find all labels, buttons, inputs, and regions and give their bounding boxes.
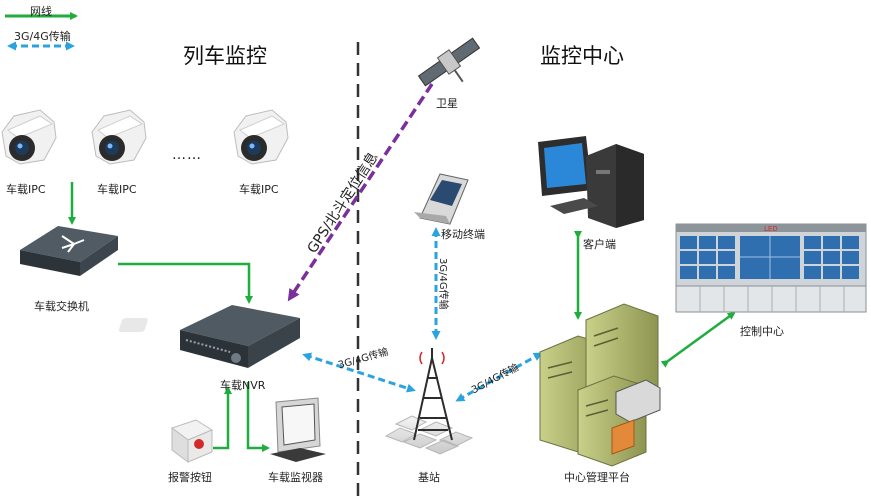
monitor-icon	[270, 397, 326, 462]
legend-wireless-label: 3G/4G传输	[14, 30, 71, 43]
ipc-label-1: 车载IPC	[6, 183, 46, 196]
control-label: 控制中心	[740, 325, 784, 338]
link-nvr-base	[302, 352, 416, 393]
section-title-train: 列车监控	[183, 44, 267, 68]
mobile-label: 移动终端	[441, 228, 485, 241]
legend-wired-label: 网线	[30, 5, 52, 18]
camera-icon	[233, 109, 289, 165]
link-nvr-monitor	[246, 382, 270, 452]
camera-ellipsis: ……	[172, 147, 202, 163]
link-platform-control	[660, 311, 736, 368]
link-switch-nvr	[118, 262, 253, 304]
section-title-center: 监控中心	[540, 44, 624, 68]
connections	[68, 83, 736, 452]
nvr-icon	[118, 305, 300, 368]
switch-label: 车载交换机	[34, 300, 89, 313]
alarm-label: 报警按钮	[168, 471, 212, 484]
legend	[5, 12, 78, 51]
camera-icon	[91, 109, 147, 165]
client-pc-icon	[538, 136, 644, 228]
camera-icon	[1, 109, 57, 165]
mobile-icon	[414, 173, 469, 225]
ipc-label-2: 车载IPC	[97, 183, 137, 196]
switch-icon	[20, 226, 118, 276]
server-icon	[539, 303, 661, 467]
wall-led-text: LED	[764, 225, 778, 233]
base-station-icon	[384, 348, 474, 455]
monitor-label: 车载监视器	[268, 471, 323, 484]
satellite-label: 卫星	[436, 97, 458, 110]
link-base-platform	[455, 352, 543, 402]
link-alarm-nvr	[213, 386, 232, 450]
platform-label: 中心管理平台	[564, 471, 630, 484]
mobile-base-link-label: 3G/4G传输	[437, 258, 448, 310]
nvr-label: 车载NVR	[220, 379, 266, 392]
client-label: 客户端	[583, 238, 616, 251]
alarm-button-icon	[170, 419, 214, 463]
satellite-icon	[417, 37, 481, 87]
ipc-label-3: 车载IPC	[239, 183, 279, 196]
link-gps	[287, 83, 434, 302]
base-label: 基站	[418, 471, 440, 484]
video-wall-icon: LED	[675, 223, 867, 313]
